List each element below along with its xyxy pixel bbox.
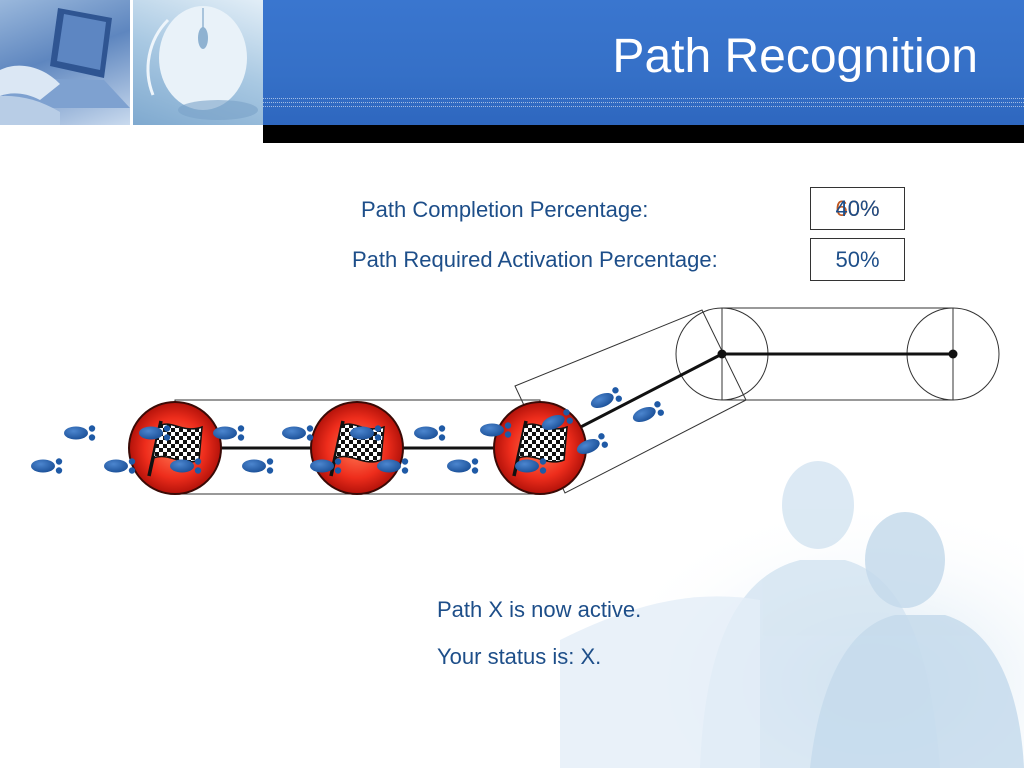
footprint-icon xyxy=(104,458,136,474)
header-dotted-line xyxy=(263,102,1024,103)
watermark-person-right xyxy=(810,512,1024,768)
activation-label: Path Required Activation Percentage: xyxy=(352,247,718,272)
mouse-shadow xyxy=(178,100,258,120)
header-dotted-line xyxy=(263,106,1024,107)
path-active-message: Path X is now active. xyxy=(437,597,642,622)
user-status-message: Your status is: X. xyxy=(437,644,602,669)
header-photo-laptop xyxy=(0,0,130,125)
completion-value-box: 60% 40% xyxy=(810,187,905,230)
activation-value-box: 50% xyxy=(810,238,905,281)
slide-title: Path Recognition xyxy=(612,30,978,83)
footprint-icon xyxy=(31,458,63,474)
watermark-head xyxy=(782,461,854,549)
checkered-flag-icon xyxy=(493,401,587,495)
completion-label: Path Completion Percentage: xyxy=(361,197,649,222)
footprint-icon xyxy=(242,458,274,474)
checkered-flag-icon xyxy=(128,401,222,495)
mouse-cord xyxy=(146,18,170,96)
laptop-screen-glare xyxy=(57,14,106,70)
path-node-dot xyxy=(948,349,958,359)
footprint-icon xyxy=(282,425,314,441)
header-black-bar xyxy=(263,125,1024,143)
footprint-icon xyxy=(414,425,446,441)
footprint-icon xyxy=(447,458,479,474)
activation-value: 50% xyxy=(835,247,880,272)
path-node-dot xyxy=(717,349,727,359)
completion-value-current: 40% xyxy=(835,196,880,221)
watermark-body xyxy=(810,615,1024,768)
header-dotted-line xyxy=(263,98,1024,99)
completion-value-previous: 60% xyxy=(835,196,880,221)
mouse-body xyxy=(159,6,247,110)
header-band: Path Recognition xyxy=(263,0,1024,125)
footprint-icon xyxy=(64,425,96,441)
sleeve xyxy=(0,95,60,125)
checkered-flag-icon xyxy=(310,401,404,495)
footprint-icon xyxy=(630,400,665,427)
laptop-illustration xyxy=(0,8,130,125)
mouse-wheel xyxy=(198,27,208,49)
mouse-illustration xyxy=(146,6,258,120)
hands xyxy=(0,65,60,100)
header-photo-mouse xyxy=(133,0,263,125)
watermark-desk xyxy=(560,596,760,768)
watermark-head xyxy=(865,512,945,608)
